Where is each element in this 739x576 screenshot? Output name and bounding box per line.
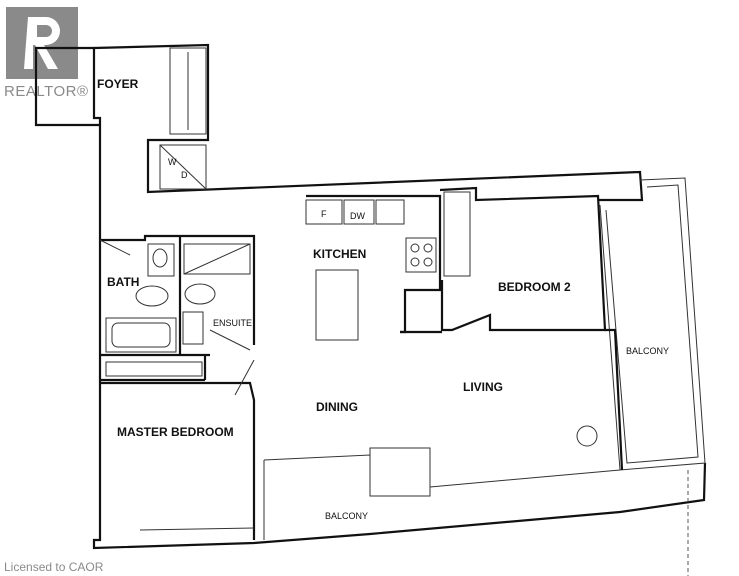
outer-wall: [93, 43, 644, 202]
room-label-living: LIVING: [463, 380, 503, 394]
foyer-left-wall: [34, 46, 100, 127]
fridge: [305, 199, 343, 225]
ensuite-toilet: [184, 283, 216, 305]
living-fixture: [576, 425, 598, 447]
right-wall: [605, 328, 624, 471]
balcony-right-outline: [599, 177, 706, 471]
bath-walls: [100, 234, 256, 345]
bedroom2-wall: [439, 186, 607, 332]
outer-wall-left: [48, 46, 707, 550]
room-label-bedroom2: BEDROOM 2: [498, 280, 571, 294]
room-label-kitchen: KITCHEN: [313, 247, 366, 261]
stove: [405, 237, 437, 273]
dishwasher: [343, 199, 375, 225]
realtor-logo: [6, 7, 78, 79]
balcony-bottom-outline: [263, 454, 621, 496]
master-wall: [100, 381, 256, 540]
room-label-master: MASTER BEDROOM: [117, 425, 234, 439]
bedroom2-closet: [443, 191, 471, 277]
license-text: Licensed to CAOR: [4, 560, 104, 574]
kitchen-island: [315, 269, 359, 341]
master-closet: [105, 361, 203, 377]
room-label-ensuite: ENSUITE: [213, 318, 252, 328]
dishwasher-label: DW: [350, 211, 365, 221]
sink: [375, 199, 405, 225]
room-label-bath: BATH: [107, 275, 139, 289]
ensuite-sink: [182, 311, 204, 345]
foyer-closet: [169, 47, 207, 135]
realtor-logo-icon: [24, 17, 60, 69]
room-label-balcony-right: BALCONY: [626, 346, 669, 356]
dryer-label: D: [181, 170, 188, 180]
room-label-foyer: FOYER: [97, 77, 139, 91]
bath-toilet: [135, 285, 169, 307]
realtor-wordmark: REALTOR®: [4, 83, 89, 100]
fridge-label: F: [321, 209, 327, 219]
dining-fixture: [369, 447, 431, 497]
washer-label: W: [168, 157, 177, 167]
room-label-dining: DINING: [316, 400, 358, 414]
room-label-balcony-bottom: BALCONY: [325, 511, 368, 521]
